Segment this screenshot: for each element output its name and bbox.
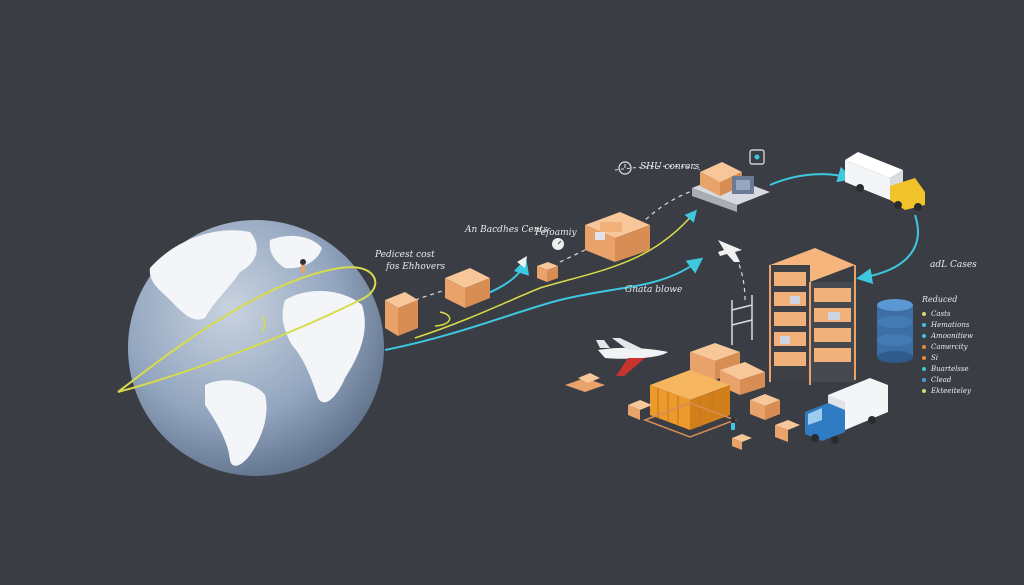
dashed-route-2 [559,249,586,263]
yellow-loop [434,311,451,327]
scaffold [731,295,753,345]
worker-figure [730,417,736,430]
label-data-flow: Gnata blowe [625,285,683,295]
yellow-route [414,209,697,339]
legend-item: Buartelsse [922,363,973,374]
label-reduced-costs: Pedicest cost [375,250,435,260]
legend-dot-icon [922,333,926,338]
legend-item-label: Casts [931,309,951,318]
legend-dot-icon [922,355,926,360]
legend-item: Ekteeiteley [922,385,973,396]
cyan-route-right [856,214,919,284]
legend-item: Casts [922,308,973,319]
label-for-customers: fos Ehhovers [386,262,446,272]
plane-small-icon [718,240,742,262]
box-1 [385,292,418,336]
legend-item: Amoonitiew [922,330,973,341]
cyan-route [384,257,704,351]
box-cluster-1 [585,212,650,262]
truck-top [845,152,925,211]
legend-dot-icon [922,311,926,316]
legend-item-label: Clead [931,375,952,384]
pallet-left [565,373,605,392]
shipping-containers [642,370,738,438]
legend-item-label: Hemations [931,320,970,329]
small-boxes-ground [628,394,800,450]
dashed-route-1 [414,289,446,301]
box-3 [537,262,558,282]
gauge-icon [552,238,564,250]
legend-item: Hemations [922,319,973,330]
drone-icon [517,256,527,268]
box-cluster-2 [692,162,770,212]
box-cluster-ground [690,343,765,395]
legend-dot-icon [922,366,926,371]
legend-dot-icon [922,322,926,327]
legend-item: Clead [922,374,973,385]
label-aaa-cases: adL Cases [930,260,977,270]
label-efficiency: Pefoamiy [535,228,577,238]
north-america-shape [149,230,257,320]
europe-shape [269,235,322,269]
label-smart-containers: SHU conrers [640,162,700,172]
legend-item-label: Camercity [931,342,968,351]
dashed-route-3 [639,189,696,226]
legend-item-label: Ekteeiteley [931,386,971,395]
south-america-shape [205,380,267,466]
box-2 [445,268,490,308]
legend-item: Si [922,352,973,363]
legend-dot-icon [922,388,926,393]
warehouse-shelf [769,248,856,385]
legend-dot-icon [922,344,926,349]
legend-title: Reduced [922,295,958,304]
label-automated: An Bacdhes Cents [465,225,548,235]
legend-dot-icon [922,377,926,382]
cyan-route-top [769,166,854,186]
robot-icon [749,149,765,165]
legend-item-label: Buartelsse [931,364,969,373]
legend-item-label: Amoonitiew [931,331,974,340]
airplane [596,338,668,376]
database-icon [877,299,913,363]
africa-shape [282,290,365,403]
legend-item: Camercity [922,341,973,352]
globe [117,220,384,476]
delivery-truck [805,378,888,444]
clock-icon [618,161,632,175]
legend-item-label: Si [931,353,939,362]
